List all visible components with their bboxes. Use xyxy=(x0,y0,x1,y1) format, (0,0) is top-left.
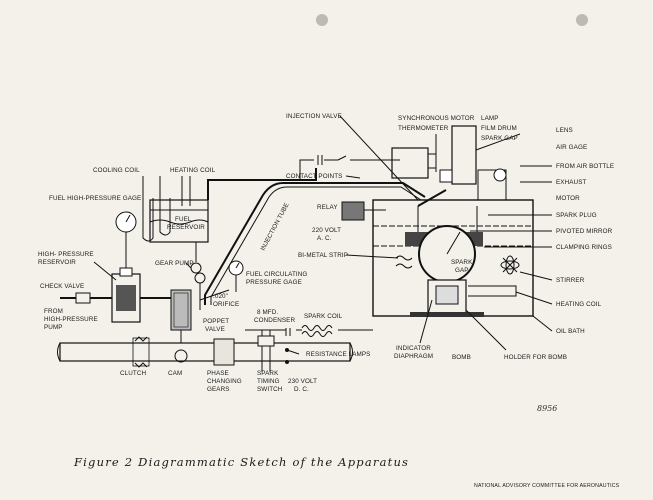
label-spark-gap-top: SPARK GAP xyxy=(481,135,518,142)
fuel-circulating-pressure-gage xyxy=(228,260,244,292)
label-hp-reservoir-1: HIGH- PRESSURE xyxy=(38,251,94,258)
injection-tube xyxy=(204,182,426,305)
label-fuel-reservoir-1: FUEL xyxy=(175,216,192,223)
label-from-air-bottle: FROM AIR BOTTLE xyxy=(556,163,614,170)
label-lamp: LAMP xyxy=(481,115,499,122)
label-spark-gap-center-2: GAP xyxy=(455,267,469,274)
fuel-reservoir xyxy=(142,168,317,310)
label-timing-1: SPARK xyxy=(257,370,279,377)
label-stirrer: STIRRER xyxy=(556,277,585,284)
label-pivoted-mirror: PIVOTED MIRROR xyxy=(556,228,613,235)
optical-system xyxy=(391,125,521,232)
label-clamping-rings: CLAMPING RINGS xyxy=(556,244,612,251)
label-from-hp-pump-2: HIGH-PRESSURE xyxy=(44,316,98,323)
figure-caption: Figure 2 Diagrammatic Sketch of the Appa… xyxy=(73,455,409,469)
label-bomb: BOMB xyxy=(452,354,471,361)
label-motor: MOTOR xyxy=(556,195,580,202)
high-pressure-reservoir xyxy=(60,230,171,323)
label-from-hp-pump-3: PUMP xyxy=(44,324,63,331)
label-from-hp-pump-1: FROM xyxy=(44,308,63,315)
label-contact-points: CONTACT POINTS xyxy=(286,173,342,180)
label-spark-plug: SPARK PLUG xyxy=(556,212,597,219)
label-relay: RELAY xyxy=(317,204,338,211)
label-indicator-1: INDICATOR xyxy=(396,345,431,352)
label-timing-3: SWITCH xyxy=(257,386,283,393)
label-clutch: CLUTCH xyxy=(120,370,146,377)
bomb xyxy=(405,225,484,317)
label-lens: LENS xyxy=(556,127,573,134)
label-fuel-reservoir-2: RESERVOIR xyxy=(167,224,205,231)
label-injection-tube: INJECTION TUBE xyxy=(260,202,291,252)
label-230-volt-1: 230 VOLT xyxy=(288,378,317,385)
label-spark-coil: SPARK COIL xyxy=(304,313,343,320)
label-phase-1: PHASE xyxy=(207,370,229,377)
label-check-valve: CHECK VALVE xyxy=(40,283,84,290)
label-thermometer: THERMOMETER xyxy=(398,125,449,132)
label-oil-bath: OIL BATH xyxy=(556,328,585,335)
label-cam: CAM xyxy=(168,370,182,377)
label-synchronous-motor: SYNCHRONOUS MOTOR xyxy=(398,115,475,122)
label-heating-coil-top: HEATING COIL xyxy=(170,167,216,174)
drive-shaft xyxy=(57,330,353,372)
label-bimetal-strip: BI-METAL STRIP xyxy=(298,252,348,259)
label-film-drum: FILM DRUM xyxy=(481,125,517,132)
label-fuel-circ-1: FUEL CIRCULATING xyxy=(246,271,307,278)
contact-points-circuit xyxy=(299,155,400,180)
footer-credit: NATIONAL ADVISORY COMMITTEE FOR AERONAUT… xyxy=(474,483,620,489)
label-group: INJECTION VALVE SYNCHRONOUS MOTOR LAMP T… xyxy=(38,113,614,393)
label-spark-gap-center-1: SPARK xyxy=(451,259,473,266)
label-orifice-1: .020" xyxy=(213,293,228,300)
label-orifice-2: ORIFICE xyxy=(213,301,239,308)
punch-hole xyxy=(576,14,588,26)
label-220-volt-2: A. C. xyxy=(317,235,332,242)
label-gear-pump: GEAR PUMP xyxy=(155,260,194,267)
label-220-volt-1: 220 VOLT xyxy=(312,227,341,234)
poppet-valve-assembly xyxy=(170,289,192,363)
spark-coil-circuit xyxy=(245,325,373,364)
punch-hole xyxy=(316,14,328,26)
label-holder-for-bomb: HOLDER FOR BOMB xyxy=(504,354,567,361)
label-phase-3: GEARS xyxy=(207,386,230,393)
label-hp-reservoir-2: RESERVOIR xyxy=(38,259,76,266)
label-cooling-coil: COOLING COIL xyxy=(93,167,140,174)
label-resistance-lamps: RESISTANCE LAMPS xyxy=(306,351,370,358)
label-timing-2: TIMING xyxy=(257,378,280,385)
label-injection-valve: INJECTION VALVE xyxy=(286,113,342,120)
label-fuel-hp-gage: FUEL HIGH-PRESSURE GAGE xyxy=(49,195,141,202)
stirrer xyxy=(500,255,520,275)
label-indicator-2: DIAPHRAGM xyxy=(394,353,433,360)
label-poppet-valve-1: POPPET xyxy=(203,318,229,325)
fuel-high-pressure-gage xyxy=(115,211,137,233)
label-phase-2: CHANGING xyxy=(207,378,242,385)
label-condenser-1: 8 MFD. xyxy=(257,309,278,316)
label-exhaust: EXHAUST xyxy=(556,179,586,186)
relay xyxy=(341,201,386,221)
handwritten-number: 8956 xyxy=(537,404,557,413)
label-poppet-valve-2: VALVE xyxy=(205,326,225,333)
label-air-gage: AIR GAGE xyxy=(556,144,587,151)
label-heating-coil-right: HEATING COIL xyxy=(556,301,602,308)
label-230-volt-2: D. C. xyxy=(294,386,309,393)
label-condenser-2: CONDENSER xyxy=(254,317,295,324)
label-fuel-circ-2: PRESSURE GAGE xyxy=(246,279,302,286)
